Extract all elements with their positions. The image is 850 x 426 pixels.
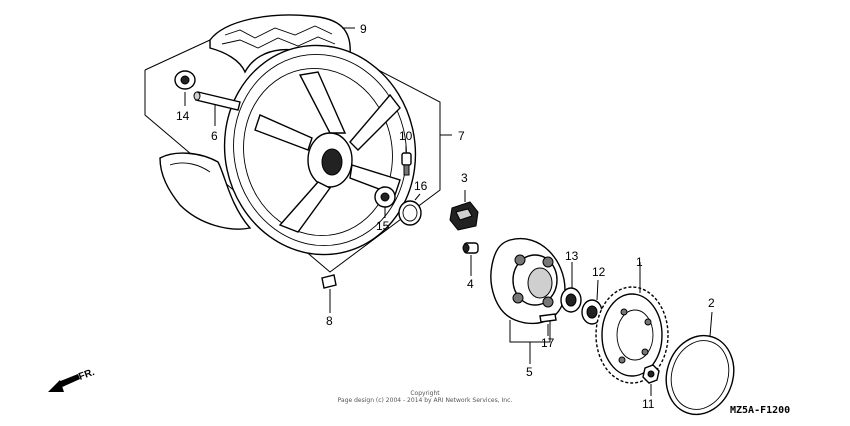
callout-9: 9 xyxy=(360,22,367,36)
callout-13: 13 xyxy=(565,249,579,263)
wheel-damper xyxy=(449,201,479,231)
front-arrow-icon: FR. xyxy=(48,367,96,392)
chain-ring xyxy=(665,334,735,416)
callout-4: 4 xyxy=(467,277,474,291)
callout-5: 5 xyxy=(526,365,533,379)
callout-1: 1 xyxy=(636,255,643,269)
driven-sprocket xyxy=(595,286,669,384)
hub-bearing xyxy=(560,287,582,313)
leader-lines xyxy=(184,27,713,396)
clip xyxy=(321,274,337,289)
callout-11: 11 xyxy=(642,397,655,411)
copyright-notice: Page design (c) 2004 - 2014 by ARI Netwo… xyxy=(337,397,513,404)
collar xyxy=(462,242,479,254)
left-bearing xyxy=(174,70,196,90)
hub-pin xyxy=(539,313,557,323)
tire-valve xyxy=(401,152,412,176)
callout-8: 8 xyxy=(326,314,333,328)
callout-15: 15 xyxy=(376,219,390,233)
sprocket-hub xyxy=(490,237,566,325)
callout-12: 12 xyxy=(592,265,606,279)
front-label: FR. xyxy=(77,367,96,383)
callout-17: 17 xyxy=(541,336,555,350)
hub-seal xyxy=(581,299,603,325)
callout-6: 6 xyxy=(211,129,218,143)
callout-16: 16 xyxy=(414,179,428,193)
callout-10: 10 xyxy=(399,129,413,143)
assembly-bracket xyxy=(144,39,452,273)
right-bearing xyxy=(374,186,396,208)
dust-seal xyxy=(398,200,422,226)
callout-3: 3 xyxy=(461,171,468,185)
tire xyxy=(159,14,351,230)
callout-14: 14 xyxy=(176,109,190,123)
sprocket-nut xyxy=(642,364,660,384)
axle-sleeve xyxy=(193,91,241,111)
wheel-rim xyxy=(223,44,417,256)
callout-7: 7 xyxy=(458,129,465,143)
diagram-code: MZ5A-F1200 xyxy=(730,405,791,416)
copyright-title: Copyright xyxy=(410,390,440,397)
callout-2: 2 xyxy=(708,296,715,310)
